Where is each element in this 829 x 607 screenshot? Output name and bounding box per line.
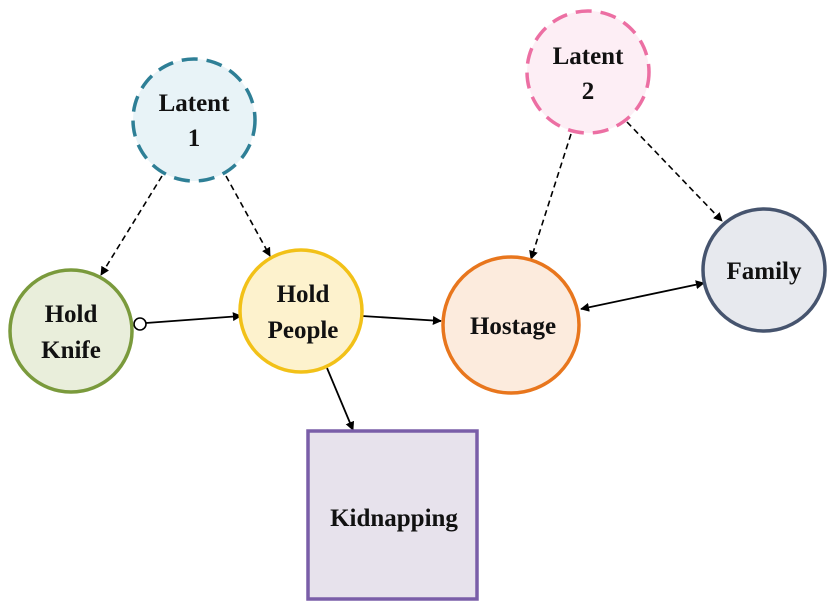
latent-1-circle — [131, 57, 257, 183]
hold-knife-label-line2: Knife — [41, 337, 101, 364]
family-circle — [701, 207, 827, 333]
edge-latent1-to-hold-people — [225, 175, 271, 257]
hold-people-circle — [238, 248, 364, 374]
latent-1-label-line1: Latent — [159, 90, 231, 117]
hold-knife-circle — [8, 268, 134, 394]
edge-hold-people-to-kidnapping — [326, 367, 355, 431]
node-hold-people[interactable]: Hold People — [238, 248, 364, 374]
family-label: Family — [727, 258, 802, 285]
node-hold-knife[interactable]: Hold Knife — [8, 268, 134, 394]
latent-2-label-line1: Latent — [553, 43, 625, 70]
edges-group — [100, 121, 723, 431]
edge-hostage-family-bidirectional — [580, 280, 705, 312]
edge-hold-people-to-hostage — [361, 315, 442, 325]
hold-knife-label-line1: Hold — [45, 301, 98, 328]
hold-people-label-line1: Hold — [277, 281, 330, 308]
kidnapping-label: Kidnapping — [330, 505, 458, 532]
latent-2-label-line2: 2 — [582, 78, 595, 105]
latent-1-label-line2: 1 — [188, 125, 201, 152]
edge-hold-knife-to-hold-people — [145, 312, 242, 324]
hostage-label: Hostage — [470, 313, 556, 340]
node-latent-1[interactable]: Latent 1 — [131, 57, 257, 183]
edge-latent1-to-hold-knife — [100, 175, 163, 276]
hold-people-label-line2: People — [268, 317, 339, 344]
node-family[interactable]: Family — [701, 207, 827, 333]
kidnapping-box — [306, 429, 479, 601]
nodes-group: Latent 1 Latent 2 Hold Knife Hold People… — [8, 9, 827, 601]
latent-2-circle — [525, 9, 651, 135]
edge-latent2-to-family — [626, 121, 723, 222]
node-hostage[interactable]: Hostage — [441, 255, 581, 395]
edge-tail-circle — [133, 317, 147, 331]
node-kidnapping[interactable]: Kidnapping — [306, 429, 479, 601]
hostage-circle — [441, 255, 581, 395]
node-latent-2[interactable]: Latent 2 — [525, 9, 651, 135]
edge-latent2-to-hostage — [529, 133, 572, 260]
